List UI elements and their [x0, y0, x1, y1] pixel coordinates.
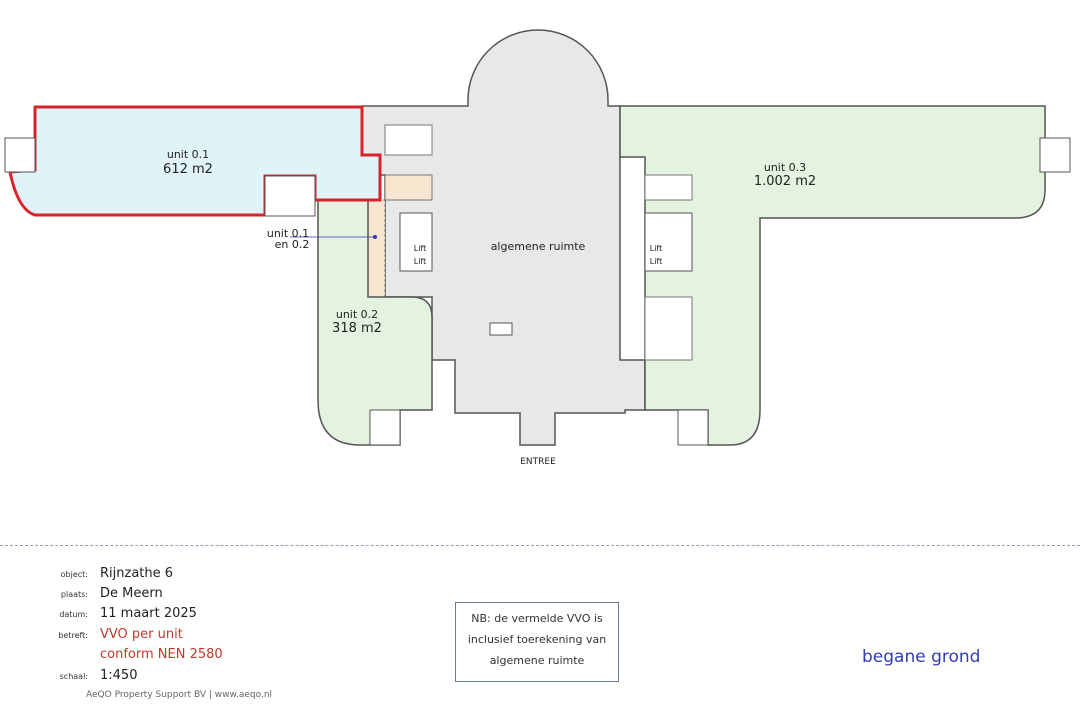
- plaats-value: De Meern: [100, 586, 163, 601]
- shared-label-1: unit 0.1: [267, 227, 309, 240]
- schaal-label: schaal:: [59, 672, 88, 681]
- entrance-label: ENTREE: [520, 457, 556, 467]
- divider: [0, 545, 1080, 546]
- floor-name: begane grond: [862, 647, 981, 667]
- staircase-right: [644, 296, 693, 361]
- toilets-shared: [384, 174, 433, 201]
- note-line-1: NB: de vermelde VVO is: [471, 612, 603, 625]
- lift-shaft-left: [399, 212, 433, 272]
- datum-label: datum:: [59, 610, 88, 619]
- toilet-room: [264, 175, 316, 217]
- floor-plan: unit 0.1 612 m2 unit 0.1 en 0.2 unit 0.2…: [4, 29, 1071, 467]
- lift-label-3: Lift: [650, 244, 663, 253]
- lift-label-2: Lift: [414, 257, 427, 266]
- unit-0-2-name: unit 0.2: [336, 308, 378, 321]
- betreft-label: betreft:: [58, 631, 88, 640]
- lift-label-4: Lift: [650, 257, 663, 266]
- betreft-value-2: conform NEN 2580: [100, 647, 223, 662]
- datum-value: 11 maart 2025: [100, 606, 197, 621]
- service-room: [384, 124, 433, 156]
- stair-bottom-left: [369, 409, 401, 446]
- note-line-2: inclusief toerekening van: [467, 633, 607, 646]
- stair-left: [4, 137, 36, 173]
- note-line-3: algemene ruimte: [489, 654, 585, 667]
- lift-label-1: Lift: [414, 244, 427, 253]
- unit-0-3-name: unit 0.3: [764, 161, 806, 174]
- lift-shaft-right: [644, 212, 693, 272]
- unit-0-2-area-label: 318 m2: [332, 321, 382, 336]
- unit-0-1-area: [8, 105, 382, 217]
- leader-dot: [373, 235, 377, 239]
- object-label: object:: [60, 570, 88, 579]
- unit-0-1-name: unit 0.1: [167, 148, 209, 161]
- reception-desk: [489, 322, 513, 336]
- unit-0-3-area-label: 1.002 m2: [754, 174, 816, 189]
- plaats-label: plaats:: [60, 590, 88, 599]
- toilets-right: [644, 174, 693, 201]
- general-area-label: algemene ruimte: [491, 240, 586, 253]
- object-value: Rijnzathe 6: [100, 566, 174, 581]
- unit-0-2-area: [317, 199, 433, 446]
- schaal-value: 1:450: [100, 668, 138, 683]
- betreft-value-1: VVO per unit: [100, 627, 183, 642]
- stair-bottom-right: [677, 409, 709, 446]
- shared-label-2: en 0.2: [275, 238, 310, 251]
- note-box: NB: de vermelde VVO is inclusief toereke…: [455, 602, 619, 682]
- company-footer: AeQO Property Support BV | www.aeqo.nl: [86, 690, 273, 700]
- stair-right: [1039, 137, 1071, 173]
- unit-0-1-area-label: 612 m2: [163, 162, 213, 177]
